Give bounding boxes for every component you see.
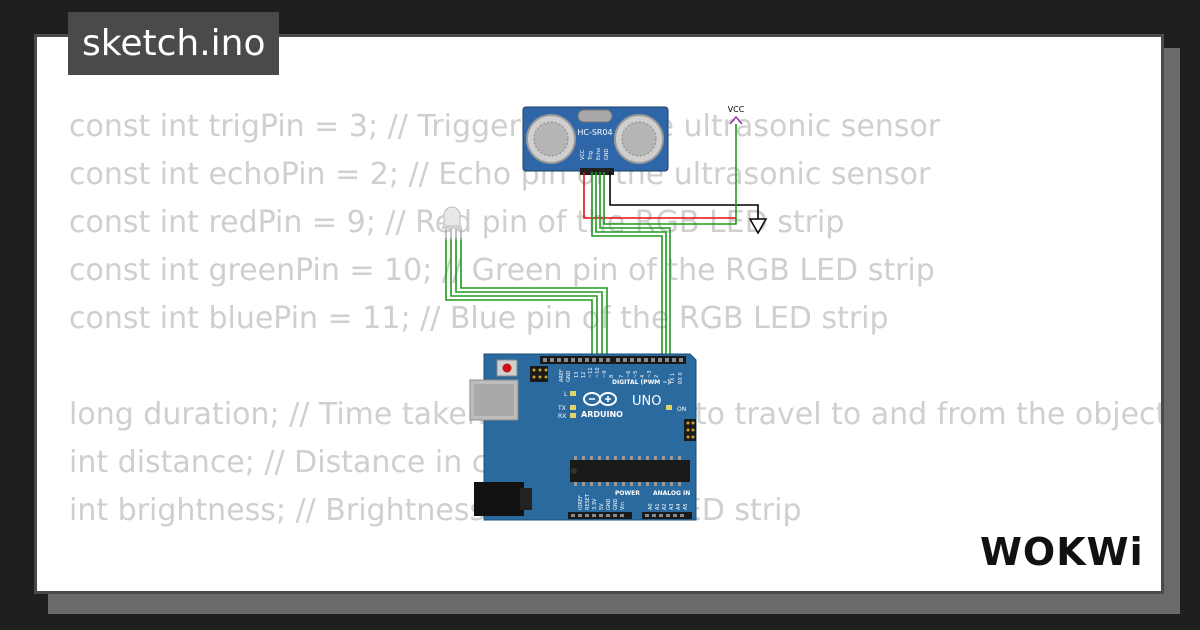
arduino-uno-board[interactable]: AREF GND 13 12 ~11 ~10 ~9 8 7 ~6 ~5 4 ~3… [469,353,697,521]
pin-label: 13 [574,372,580,378]
pin-label: 2 [654,375,660,378]
file-name-tab: sketch.ino [68,12,280,75]
pin-label: Vin [620,502,626,510]
echo-wire [599,172,671,360]
sensor-pin-echo-label: Echo [596,148,602,160]
rx-led-label: RX [558,413,566,420]
vcc-label: VCC [728,105,745,114]
code-line: int distance; // Distance in cm [69,445,518,480]
pin-label: RX 0 [678,372,684,384]
pin-label: A2 [662,503,668,510]
on-led-label: ON [677,406,686,413]
rgb-led[interactable] [442,206,462,240]
aref-label: AREF [559,369,565,382]
analog-in-label: ANALOG IN [653,490,690,497]
pin-label: A5 [683,503,689,510]
vcc-wire [583,172,736,219]
ultrasonic-sensor[interactable]: HC-SR04 VCC Trig Echo GND [522,106,669,175]
pin-label: A1 [655,503,661,510]
pin-label: ~11 [588,367,594,378]
code-line: const int echoPin = 2; // Echo pin of th… [69,157,931,192]
pin-label: A3 [669,503,675,510]
wokwi-logo-text: WOKWi [980,530,1144,574]
pin-label: ~9 [602,371,608,378]
code-line: void setup() { [69,583,1161,591]
pin-label: 5V [599,503,605,510]
green-led-wire [455,238,603,360]
power-section-label: POWER [615,490,640,497]
digital-pwm-label: DIGITAL (PWM ~) [612,379,670,386]
board-model-label: UNO [632,394,661,409]
arduino-brand-label: ARDUINO [581,410,623,419]
ground-symbol [748,218,768,235]
pin-label: GND [606,498,612,510]
digital-header [540,356,686,364]
wokwi-logo: WOKWi [980,530,1144,574]
code-line: const int trigPin = 3; // Trigger pin of… [69,109,941,144]
microcontroller-chip [570,460,690,482]
pin-label: RESET [585,493,591,510]
sensor-model-label: HC-SR04 [577,128,612,137]
pin-label: 7 [619,375,625,378]
pin-label: A0 [648,503,654,510]
pin-label: ~3 [647,371,653,378]
sensor-pin-trig-label: Trig [588,151,594,161]
gnd-pin-label: GND [566,370,572,382]
dc-power-jack [474,482,524,516]
pin-label: ~6 [626,371,632,378]
pin-label: TX 1 [670,373,676,385]
l-led-label: L [564,391,568,398]
trig-wire [591,172,663,360]
pin-label: IOREF [578,495,584,510]
code-line: const int bluePin = 11; // Blue pin of t… [69,301,889,336]
pin-label: 12 [581,372,587,378]
code-preview: const int trigPin = 3; // Trigger pin of… [69,103,1161,591]
code-line: const int greenPin = 10; // Green pin of… [69,253,935,288]
tx-led-label: TX [557,405,566,412]
vcc-power-symbol: VCC [728,105,745,125]
pin-label: GND [613,498,619,510]
red-led-wire [445,238,593,360]
blue-led-wire [460,238,608,360]
sensor-pin-gnd-label: GND [604,148,610,160]
pin-label: ~10 [595,367,601,378]
pin-label: 3.3V [592,498,598,510]
sensor-pin-vcc-label: VCC [580,149,586,160]
pin-label: 8 [609,375,615,378]
pin-label: ~5 [633,371,639,378]
pin-label: A4 [676,503,682,510]
pin-label: 4 [640,375,646,378]
arduino-logo-icon [583,392,617,406]
gnd-wire [609,172,759,219]
